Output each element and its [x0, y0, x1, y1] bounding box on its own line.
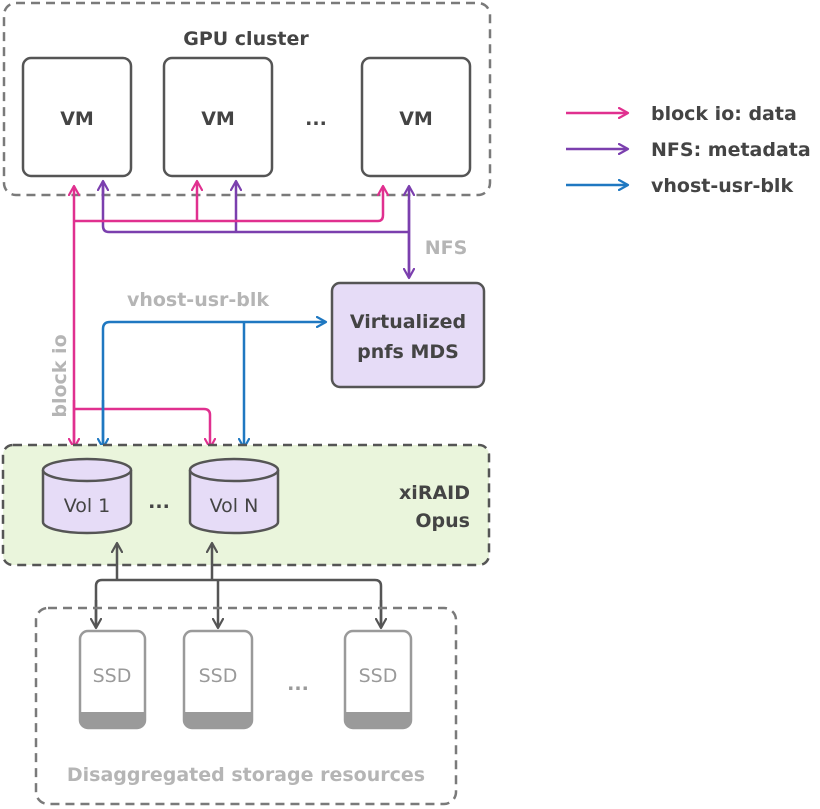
legend: block io: data NFS: metadata vhost-usr-b… — [566, 103, 811, 197]
volume-n-top — [188, 457, 280, 483]
ssd-3-label: SSD — [359, 665, 398, 687]
block-io-bus-line — [74, 186, 383, 223]
storage-bus-line — [94, 578, 383, 624]
storage-boundary — [34, 606, 458, 806]
mds-box — [330, 281, 486, 389]
volume-1-body — [41, 470, 133, 535]
storage-connections — [96, 543, 381, 628]
volume-1-label: Vol 1 — [64, 495, 111, 517]
storage-title: Disaggregated storage resources — [67, 764, 425, 786]
xiraid-group: xiRAID Opus Vol 1 ... Vol N — [1, 443, 491, 567]
legend-label-nfs: NFS: metadata — [651, 139, 811, 161]
ssd-3: SSD — [343, 629, 413, 730]
block-io-arrow-voln — [74, 407, 210, 448]
legend-label-vhost: vhost-usr-blk — [651, 175, 793, 197]
gpu-cluster-title: GPU cluster — [183, 28, 309, 50]
block-io-connections — [74, 181, 383, 448]
nfs-connection-label: NFS — [425, 237, 468, 259]
vm-ellipsis: ... — [305, 108, 327, 130]
volume-ellipsis: ... — [148, 491, 170, 513]
xiraid-label-line1: xiRAID — [399, 482, 470, 504]
ssd-1-label: SSD — [93, 665, 132, 687]
legend-label-block-io: block io: data — [651, 103, 797, 125]
volume-1: Vol 1 — [41, 457, 133, 535]
mds-label-line1: Virtualized — [350, 311, 466, 333]
volume-n-label: Vol N — [210, 495, 259, 517]
vm-box-1 — [21, 56, 133, 178]
block-io-connection-label: block io — [49, 334, 71, 417]
vhost-connection-label: vhost-usr-blk — [127, 289, 269, 311]
volume-n-body — [188, 470, 280, 535]
gpu-cluster-group: GPU cluster VM VM ... VM — [2, 1, 492, 197]
mds-node: Virtualized pnfs MDS — [330, 281, 486, 389]
nfs-connections — [103, 181, 409, 278]
ssd-3-base — [345, 712, 411, 728]
ssd-ellipsis: ... — [287, 673, 309, 695]
ssd-1-base — [80, 712, 145, 728]
ssd-2-label: SSD — [199, 665, 238, 687]
vm-label-3: VM — [399, 108, 433, 130]
mds-label-line2: pnfs MDS — [357, 341, 459, 363]
vhost-connections — [103, 322, 326, 448]
storage-group: SSD SSD ... SSD Disaggregated storage re… — [34, 606, 458, 806]
vm-label-1: VM — [60, 108, 94, 130]
volume-1-top — [41, 457, 133, 483]
volume-n: Vol N — [188, 457, 280, 535]
ssd-2: SSD — [182, 629, 254, 730]
vm-box-2 — [162, 56, 274, 178]
vm-box-3 — [360, 56, 472, 178]
nfs-bus-line — [101, 184, 409, 234]
ssd-2-base — [184, 712, 252, 728]
vm-label-2: VM — [201, 108, 235, 130]
xiraid-label-line2: Opus — [415, 510, 470, 532]
ssd-1: SSD — [78, 629, 147, 730]
gpu-cluster-boundary — [2, 1, 492, 197]
vhost-bus-line — [101, 322, 326, 446]
